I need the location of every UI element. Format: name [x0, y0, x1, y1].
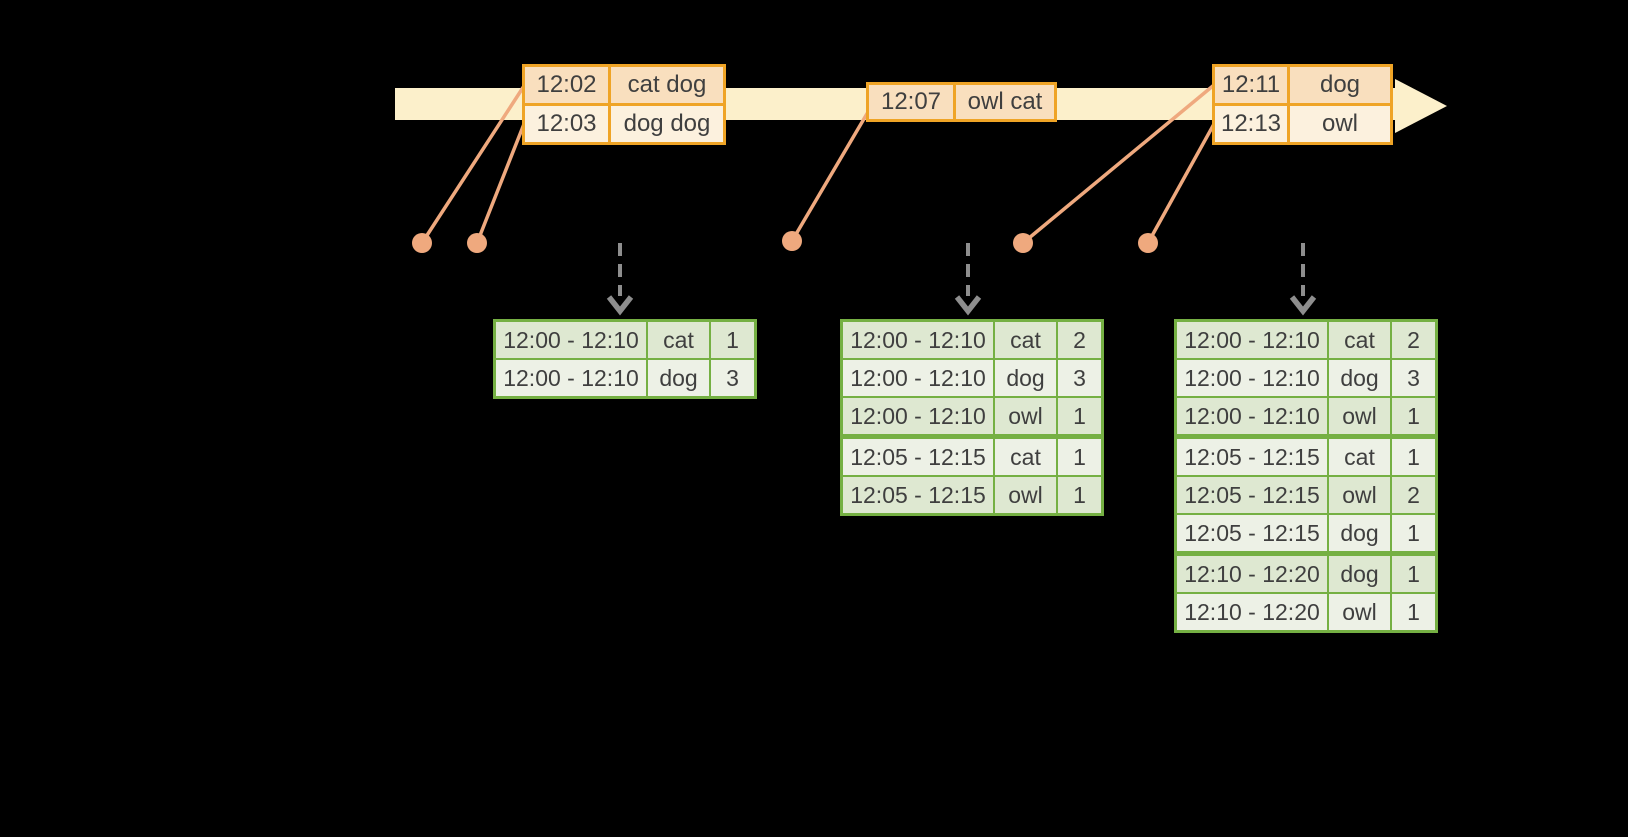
time-cell: 12:11 [1215, 67, 1287, 103]
trigger-arrowhead-icon [954, 295, 982, 316]
words-cell: owl [1290, 106, 1390, 142]
word-cell: dog [1329, 360, 1390, 396]
count-cell: 1 [1392, 594, 1435, 630]
count-cell: 2 [1392, 477, 1435, 513]
connector-line [790, 111, 870, 242]
time-cell: 12:02 [525, 67, 608, 103]
window-cell: 12:00 - 12:10 [843, 322, 993, 358]
count-cell: 1 [1392, 515, 1435, 551]
word-cell: owl [1329, 398, 1390, 434]
word-cell: owl [995, 398, 1056, 434]
window-cell: 12:00 - 12:10 [1177, 360, 1327, 396]
window-cell: 12:00 - 12:10 [1177, 322, 1327, 358]
time-cell: 12:07 [869, 85, 953, 119]
word-cell: cat [1329, 322, 1390, 358]
trigger-arrowhead-icon [1289, 295, 1317, 316]
connector-line [475, 123, 526, 244]
window-cell: 12:05 - 12:15 [1177, 477, 1327, 513]
window-cell: 12:05 - 12:15 [843, 477, 993, 513]
window-cell: 12:05 - 12:15 [1177, 515, 1327, 551]
word-cell: dog [1329, 556, 1390, 592]
window-cell: 12:00 - 12:10 [1177, 398, 1327, 434]
window-cell: 12:00 - 12:10 [843, 360, 993, 396]
window-cell: 12:05 - 12:15 [843, 439, 993, 475]
window-cell: 12:05 - 12:15 [1177, 439, 1327, 475]
count-cell: 3 [1392, 360, 1435, 396]
window-cell: 12:00 - 12:10 [496, 322, 646, 358]
count-cell: 1 [1392, 556, 1435, 592]
event-dot-icon [1138, 233, 1158, 253]
words-cell: dog [1290, 67, 1390, 103]
word-cell: owl [995, 477, 1056, 513]
count-cell: 2 [1058, 322, 1101, 358]
connector-line [1021, 83, 1216, 245]
count-cell: 1 [1058, 398, 1101, 434]
count-cell: 1 [711, 322, 754, 358]
word-cell: cat [995, 322, 1056, 358]
window-cell: 12:00 - 12:10 [843, 398, 993, 434]
connector-line [420, 85, 526, 244]
count-cell: 3 [1058, 360, 1101, 396]
word-cell: dog [648, 360, 709, 396]
timeline-arrowhead-icon [1395, 79, 1447, 133]
word-cell: cat [1329, 439, 1390, 475]
count-cell: 3 [711, 360, 754, 396]
time-cell: 12:03 [525, 106, 608, 142]
words-cell: dog dog [611, 106, 723, 142]
window-cell: 12:10 - 12:20 [1177, 594, 1327, 630]
word-cell: dog [1329, 515, 1390, 551]
trigger-arrowhead-icon [606, 295, 634, 316]
time-cell: 12:13 [1215, 106, 1287, 142]
word-cell: owl [1329, 477, 1390, 513]
count-cell: 1 [1392, 398, 1435, 434]
words-cell: cat dog [611, 67, 723, 103]
count-cell: 2 [1392, 322, 1435, 358]
count-cell: 1 [1392, 439, 1435, 475]
event-dot-icon [467, 233, 487, 253]
window-cell: 12:10 - 12:20 [1177, 556, 1327, 592]
event-dot-icon [412, 233, 432, 253]
connector-line [1146, 123, 1216, 244]
words-cell: owl cat [956, 85, 1054, 119]
word-cell: cat [995, 439, 1056, 475]
event-dot-icon [1013, 233, 1033, 253]
word-cell: owl [1329, 594, 1390, 630]
count-cell: 1 [1058, 477, 1101, 513]
window-cell: 12:00 - 12:10 [496, 360, 646, 396]
word-cell: cat [648, 322, 709, 358]
count-cell: 1 [1058, 439, 1101, 475]
word-cell: dog [995, 360, 1056, 396]
event-dot-icon [782, 231, 802, 251]
